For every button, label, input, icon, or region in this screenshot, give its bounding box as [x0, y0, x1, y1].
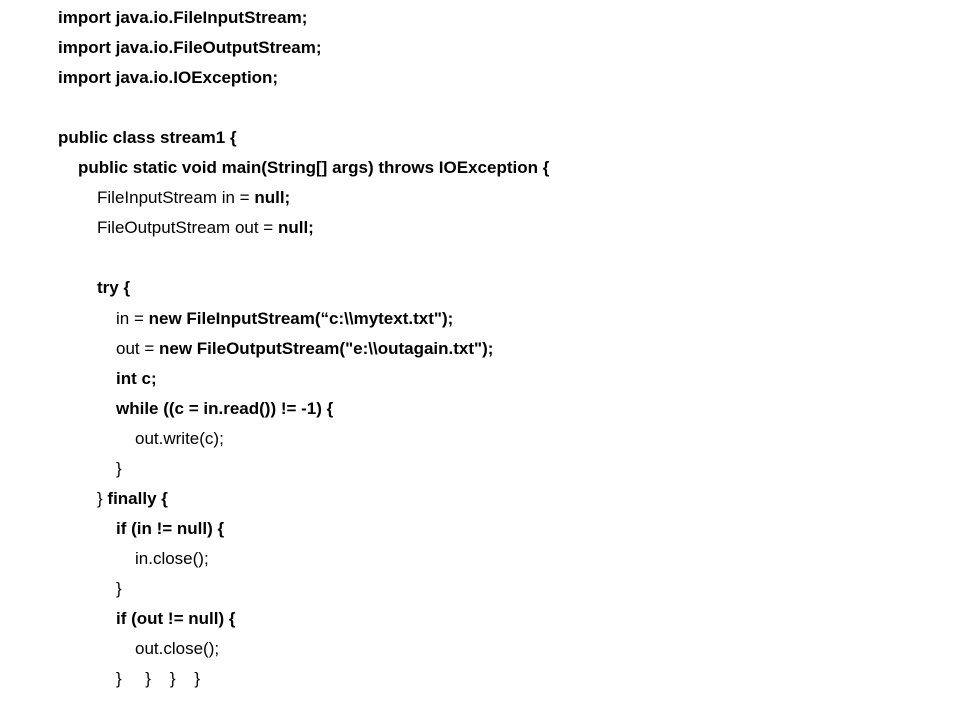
code-line: }	[116, 574, 122, 604]
code-line: int c;	[116, 364, 157, 394]
code-keyword-segment: if (in != null) {	[116, 518, 225, 538]
code-keyword-segment: if (out != null) {	[116, 609, 236, 628]
code-line: while ((c = in.read()) != -1) {	[116, 394, 333, 424]
code-plain-segment: out.write(c);	[135, 428, 224, 448]
code-keyword-segment: null;	[277, 218, 314, 238]
code-keyword-segment: import java.io.FileInputStream;	[58, 8, 308, 27]
code-line: out.write(c);	[135, 424, 224, 454]
code-plain-segment: }	[116, 458, 122, 478]
code-plain-segment: }	[116, 578, 122, 598]
code-keyword-segment: int c;	[116, 368, 157, 388]
code-line: in = new FileInputStream(“c:\\mytext.txt…	[116, 304, 453, 334]
code-line: import java.io.FileOutputStream;	[58, 33, 322, 63]
code-line: import java.io.FileInputStream;	[58, 3, 307, 33]
code-line: public static void main(String[] args) t…	[78, 153, 549, 183]
code-plain-segment: out.close();	[135, 639, 220, 659]
code-line: in.close();	[135, 544, 209, 574]
code-line: public class stream1 {	[58, 123, 237, 153]
code-line: } } } }	[116, 664, 200, 694]
code-line: import java.io.IOException;	[58, 63, 278, 93]
code-line: FileOutputStream out = null;	[97, 213, 314, 243]
code-plain-segment: } } } }	[116, 669, 201, 689]
code-plain-segment: out =	[116, 338, 160, 358]
code-plain-segment: FileOutputStream out =	[97, 218, 278, 238]
code-line: try {	[97, 273, 130, 303]
code-keyword-segment: import java.io.FileOutputStream;	[58, 38, 322, 58]
code-plain-segment: }	[97, 488, 108, 508]
code-line: }	[116, 454, 122, 484]
code-keyword-segment: null;	[254, 188, 291, 208]
code-keyword-segment: new FileOutputStream("e:\\outagain.txt")…	[159, 338, 494, 358]
code-plain-segment: in.close();	[135, 548, 209, 568]
code-line: out.close();	[135, 634, 219, 664]
code-line: FileInputStream in = null;	[97, 183, 290, 213]
code-line: out = new FileOutputStream("e:\\outagain…	[116, 334, 493, 364]
code-line: } finally {	[97, 484, 168, 514]
code-plain-segment: FileInputStream in =	[97, 188, 255, 208]
code-keyword-segment: finally {	[107, 488, 168, 508]
code-keyword-segment: new FileInputStream(“c:\\mytext.txt");	[148, 308, 454, 328]
code-keyword-segment: import java.io.IOException;	[58, 68, 279, 88]
code-keyword-segment: public static void main(String[] args) t…	[78, 158, 550, 178]
code-plain-segment: in =	[116, 308, 149, 328]
code-keyword-segment: try {	[97, 278, 131, 298]
code-keyword-segment: while ((c = in.read()) != -1) {	[116, 398, 334, 418]
code-keyword-segment: public class stream1 {	[58, 128, 237, 148]
code-line: if (out != null) {	[116, 604, 235, 634]
code-line: if (in != null) {	[116, 514, 224, 544]
